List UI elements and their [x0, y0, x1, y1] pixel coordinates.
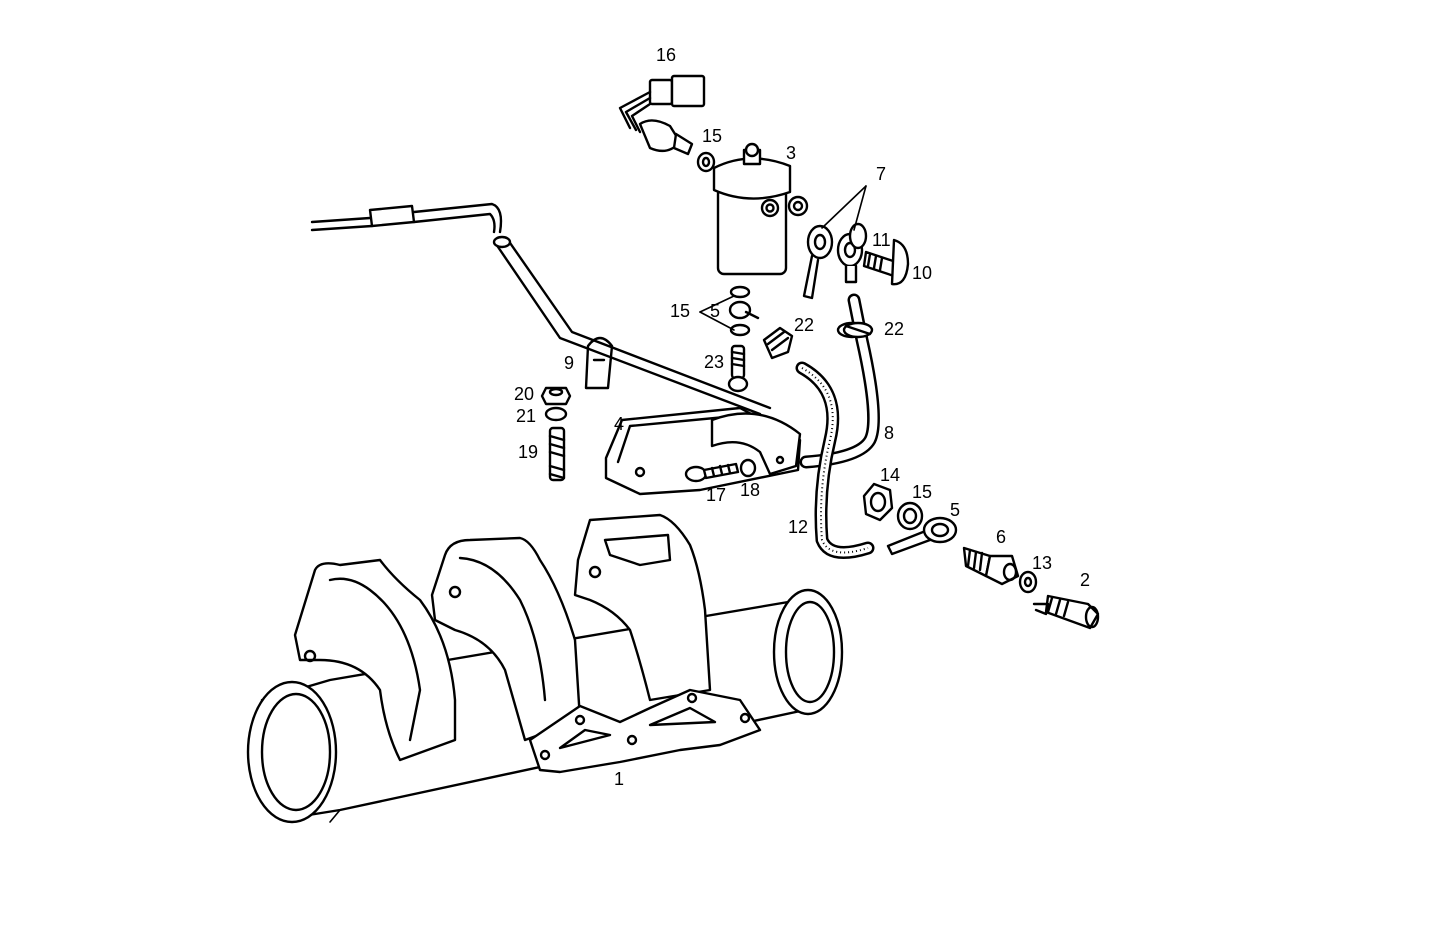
callout-22-right: 22 — [884, 319, 904, 339]
callout-6: 6 — [996, 527, 1006, 547]
callout-15-line: 15 — [912, 482, 932, 502]
hex-nut-14 — [862, 482, 894, 522]
fuel-filter — [712, 142, 809, 276]
callout-labels: 1 2 3 4 5 5 6 7 8 9 10 11 12 13 14 15 15… — [514, 45, 1090, 789]
sealing-washer-15-line — [896, 501, 924, 531]
throttle-cable — [310, 202, 772, 416]
hose-clip-right — [842, 321, 874, 339]
banjo-union-left — [802, 224, 834, 300]
hose-clip-left — [762, 326, 794, 360]
callout-15-filter: 15 — [670, 301, 690, 321]
callout-23: 23 — [704, 352, 724, 372]
callout-4: 4 — [614, 414, 624, 434]
callout-13: 13 — [1032, 553, 1052, 573]
callout-19: 19 — [518, 442, 538, 462]
sealing-washer-15-sensor — [696, 151, 716, 173]
callout-17: 17 — [706, 485, 726, 505]
banjo-bolt — [862, 238, 910, 286]
fuel-hose-lower — [795, 361, 875, 559]
screw-17 — [684, 462, 740, 483]
washer-21 — [544, 406, 568, 422]
sealing-washer-11 — [848, 222, 868, 250]
exhaust-manifold — [246, 513, 844, 824]
leader-lines — [699, 185, 867, 331]
electric-sensor-connector — [618, 74, 706, 156]
nut-20 — [540, 386, 572, 406]
callout-10: 10 — [912, 263, 932, 283]
callout-9: 9 — [564, 353, 574, 373]
stud-19 — [548, 426, 566, 482]
callout-16: 16 — [656, 45, 676, 65]
sealing-washer-15-lower — [729, 323, 751, 337]
union-fitting — [962, 546, 1020, 586]
callout-12: 12 — [788, 517, 808, 537]
banjo-fitting-upper — [728, 300, 760, 320]
banjo-fitting-lower — [886, 516, 958, 556]
callout-11: 11 — [872, 230, 891, 250]
callout-5-upper: 5 — [710, 301, 720, 321]
callout-5-lower: 5 — [950, 500, 960, 520]
callout-8: 8 — [884, 423, 894, 443]
callout-22-left: 22 — [794, 315, 814, 335]
callout-21: 21 — [516, 406, 536, 426]
callout-14: 14 — [880, 465, 900, 485]
callout-3: 3 — [786, 143, 796, 163]
callout-15-sensor: 15 — [702, 126, 722, 146]
temperature-sensor — [1032, 594, 1100, 630]
callout-20: 20 — [514, 384, 534, 404]
stud-23 — [727, 344, 749, 393]
washer-18 — [739, 458, 757, 478]
sealing-washer-15-upper — [729, 285, 751, 299]
callout-1: 1 — [614, 769, 624, 789]
callout-2: 2 — [1080, 570, 1090, 590]
callout-7: 7 — [876, 164, 886, 184]
sealing-washer-13 — [1018, 570, 1038, 594]
callout-18: 18 — [740, 480, 760, 500]
mounting-bracket — [604, 406, 802, 496]
